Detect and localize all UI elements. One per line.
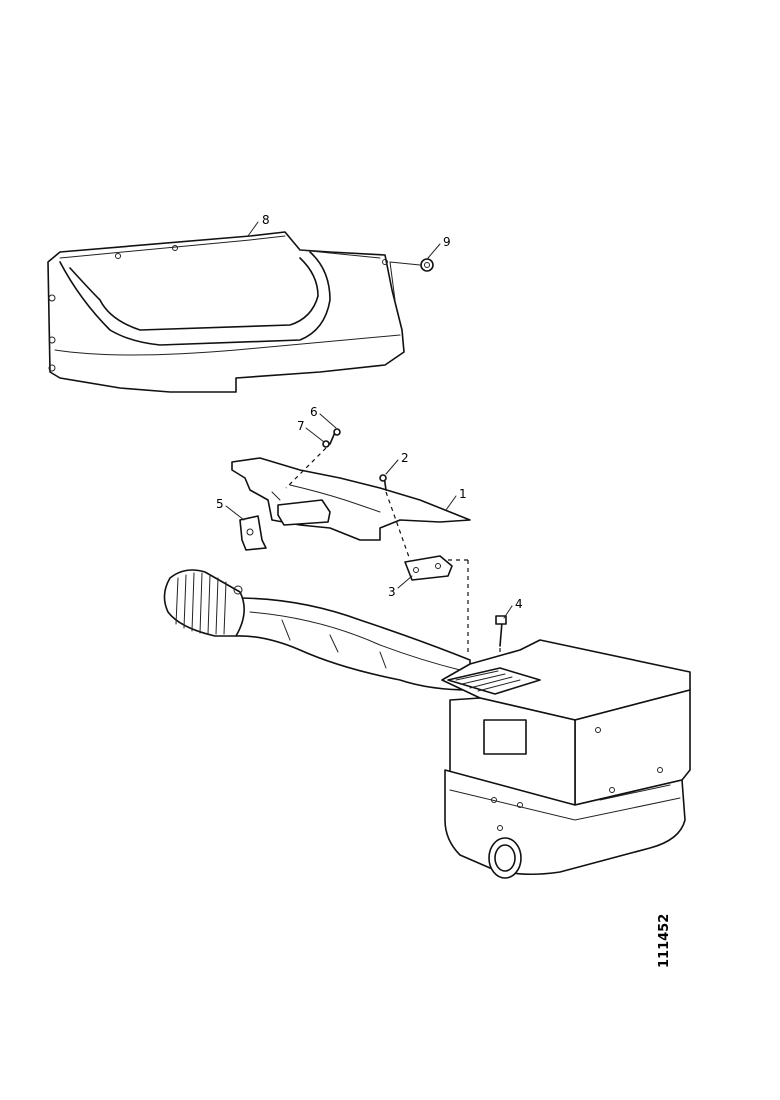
leader-2 [385, 459, 399, 475]
drawing-number: 111452 [657, 914, 672, 968]
leader-6 [319, 413, 337, 429]
leader-9 [427, 243, 441, 259]
exhaust-pipe [235, 597, 471, 691]
leader-3 [397, 575, 413, 589]
callout-5: 5 [216, 497, 224, 511]
callout-8: 8 [262, 213, 270, 227]
callout-3: 3 [388, 585, 396, 599]
callout-9: 9 [443, 235, 451, 249]
flex-bellows [163, 569, 245, 637]
leader-8 [247, 221, 259, 237]
silencer-box [441, 639, 691, 879]
cover-panel [47, 231, 405, 393]
callout-4: 4 [515, 597, 523, 611]
leader-7 [305, 427, 325, 443]
callout-2: 2 [401, 451, 409, 465]
bolt-2 [379, 474, 411, 561]
nut-9 [389, 258, 434, 272]
bolt-6-washer-7 [285, 428, 341, 489]
leader-4 [503, 605, 513, 619]
leader-1 [445, 495, 457, 511]
callout-1: 1 [459, 487, 467, 501]
callout-6: 6 [310, 405, 318, 419]
clamp-bracket-5 [239, 515, 267, 551]
heat-shield-bracket [231, 457, 471, 541]
leader-5 [225, 505, 245, 521]
callout-7: 7 [297, 419, 305, 433]
bolt-4 [495, 615, 507, 647]
